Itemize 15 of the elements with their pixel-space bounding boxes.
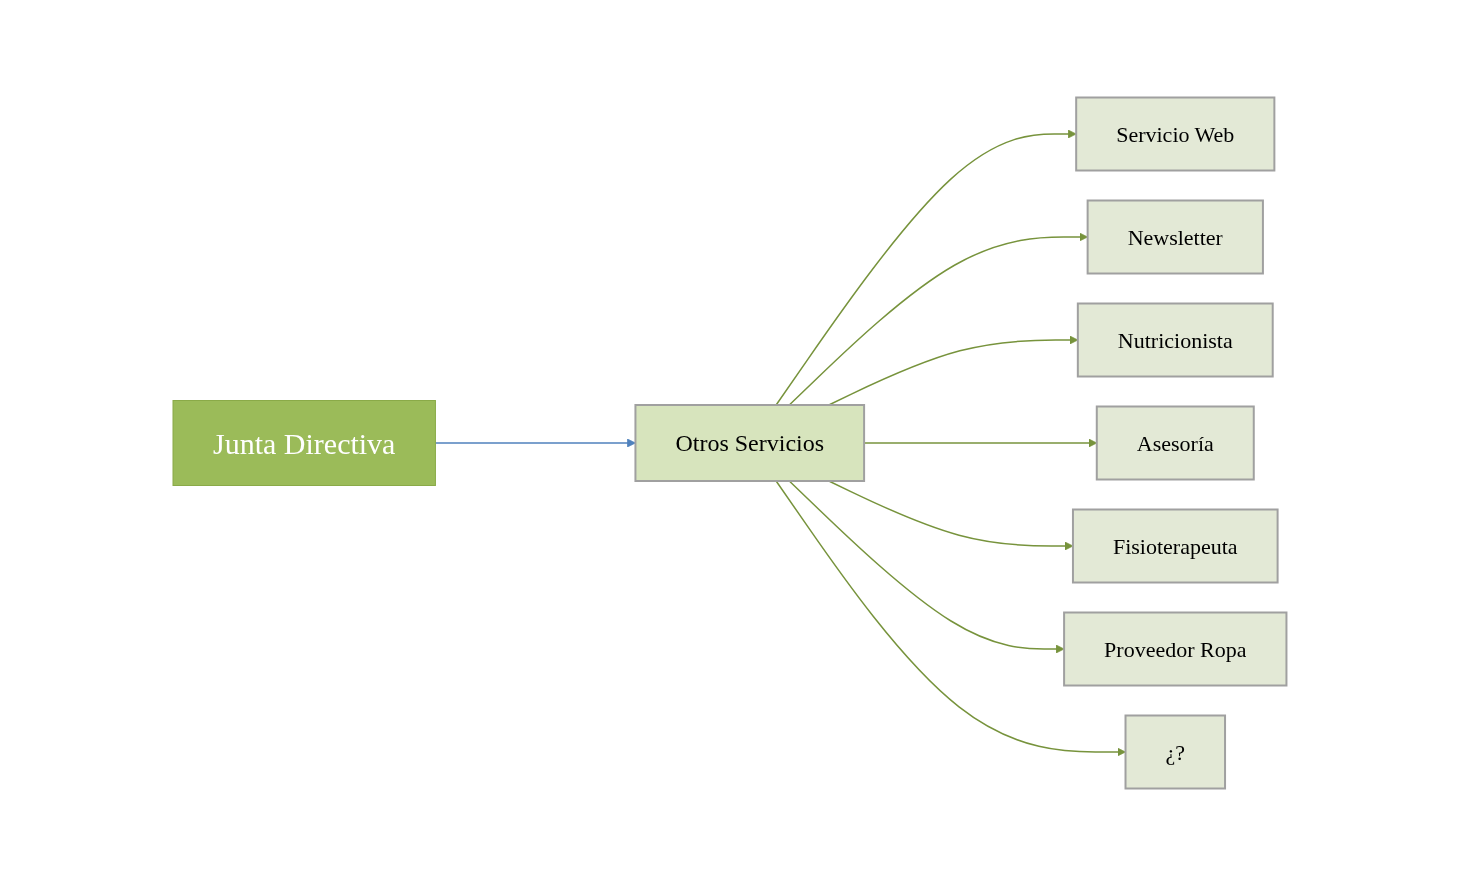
arrow (775, 129, 1077, 406)
arrow (788, 232, 1088, 406)
arrow (434, 438, 636, 448)
node-box: Nutricionista (1076, 302, 1274, 378)
node-box: Newsletter (1086, 199, 1264, 275)
node-box: ¿? (1124, 714, 1226, 790)
node-box: Otros Servicios (634, 404, 865, 482)
node-box: Proveedor Ropa (1062, 611, 1288, 687)
arrow (775, 480, 1126, 757)
node-box: Servicio Web (1074, 96, 1276, 172)
arrow (863, 438, 1097, 448)
node-box: Fisioterapeuta (1071, 508, 1279, 584)
node-box: Asesoría (1095, 405, 1255, 481)
arrow (827, 335, 1078, 406)
node-box: Junta Directiva (172, 400, 436, 486)
